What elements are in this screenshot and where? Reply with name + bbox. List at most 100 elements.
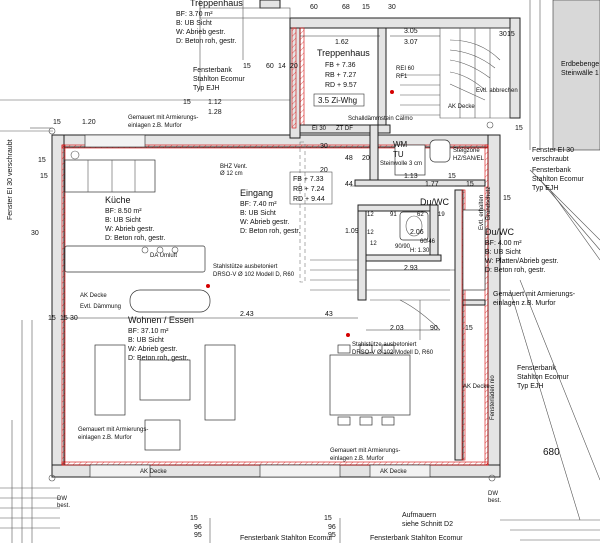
dim-15-b: 15	[507, 31, 515, 38]
dim-15-lb2: 15	[60, 315, 68, 322]
dim-95-b: 95	[328, 532, 336, 539]
fensterbank-bottom-left: Fensterbank Stahlton Ecomur	[240, 535, 333, 542]
du-b: B: UB Sicht	[485, 249, 521, 256]
fensterbank-ul-line1: Fensterbank	[193, 67, 232, 74]
treppenhaus-top-d: D: Beton roh, gestr.	[176, 38, 236, 45]
dim-95: 95	[194, 532, 202, 539]
wm-label: WM	[393, 140, 408, 149]
dim-12-b: 12	[367, 230, 374, 236]
dim-44: 44	[345, 181, 353, 188]
fensterladen-label: Fensterläden nio	[490, 375, 496, 420]
fenster-ei30-right-5: Typ EJH	[532, 185, 558, 192]
treppenhaus-rd: RD + 9.57	[325, 82, 357, 89]
dw-best-right-1: DW	[488, 491, 498, 497]
kueche-title: Küche	[105, 195, 131, 205]
eingang-bf: BF: 7.40 m²	[240, 201, 277, 208]
room-kueche: Küche BF: 8.50 m² B: UB Sicht W: Abrieb …	[105, 195, 177, 259]
bhz-vent-2: Ø 12 cm	[220, 171, 243, 177]
ak-decke-3: AK Decke	[140, 469, 167, 475]
dim-206: 2.06	[410, 229, 424, 236]
du-w: W: Platten/Abrieb gestr.	[485, 258, 558, 265]
eingang-w: W: Abrieb gestr.	[240, 219, 289, 226]
room-wohnen: Wohnen / Essen BF: 37.10 m² B: UB Sicht …	[128, 315, 194, 362]
rei60-label: REI 60	[396, 66, 415, 72]
fensterbank-upper-left: Fensterbank Stahlton Ecomur Typ EJH	[193, 67, 245, 92]
dim-96: 96	[194, 524, 202, 531]
dim-112: 1.12	[208, 99, 222, 106]
dim-293: 2.93	[404, 265, 418, 272]
dim-90: 90	[430, 325, 438, 332]
markers	[48, 90, 496, 482]
du-d: D: Beton roh, gestr.	[485, 267, 545, 274]
interior-walls	[299, 124, 486, 461]
wohnen-d: D: Beton roh, gestr.	[128, 355, 188, 362]
ztdf-label: ZT DF	[336, 126, 353, 132]
staircase-walls	[199, 0, 521, 139]
ak-decke-5: AK Decke	[463, 384, 490, 390]
apartment-label: 3.5 Zi-Whg	[318, 96, 357, 105]
treppenhaus-fb: FB + 7.36	[325, 62, 356, 69]
dim-30-lb: 30	[70, 315, 78, 322]
dim-60-left: 60	[266, 63, 274, 70]
dim-120: 1.20	[82, 119, 96, 126]
fensterbank-ul-line2: Stahlton Ecomur	[193, 76, 245, 83]
gemauert-bottom-2: einlagen z.B. Murfor	[330, 456, 384, 462]
kueche-w: W: Abrieb gestr.	[105, 226, 154, 233]
living-furniture	[94, 344, 411, 451]
dim-9090: 90/90	[395, 244, 411, 250]
steinwolle-label: Steinwolle 3 cm	[380, 161, 422, 167]
neighbor-building	[552, 0, 600, 151]
dim-243: 2.43	[240, 311, 254, 318]
fenster-ei30-right-2: verschraubt	[532, 156, 569, 163]
dim-15-y: 15	[53, 119, 61, 126]
dim-15-r: 15	[466, 181, 474, 188]
dim-15-mid: 15	[448, 173, 456, 180]
dim-307: 3.07	[404, 39, 418, 46]
dw-best-left-1: DW	[57, 496, 67, 502]
erdbeben-2: Steinwälle 1	[561, 70, 599, 77]
bathroom-fixtures	[394, 139, 486, 291]
tu-label: TU	[393, 150, 404, 159]
dim-30-top2: 30	[499, 31, 507, 38]
gemauert-right-2: einlagen z.B. Murfor	[493, 300, 556, 307]
treppenhaus-top-bf: BF: 3.70 m²	[176, 11, 213, 18]
steigzone-label-1: Steigzone	[453, 148, 480, 154]
dim-12-a: 12	[367, 212, 374, 218]
dim-15-bot: 15	[465, 325, 473, 332]
du-bf: BF: 4.00 m²	[485, 240, 522, 247]
rf1-label: RF1	[396, 74, 408, 80]
eingang-title: Eingang	[240, 188, 273, 198]
dim-h130: H: 1.30	[410, 248, 430, 254]
eingang-b: B: UB Sicht	[240, 210, 276, 217]
stahlstuetze-1b: DRSO-V Ø 102 Modell D, R60	[213, 272, 295, 278]
dim-20-l: 20	[290, 63, 298, 70]
fenster-ei30-left: Fenster EI 30 verschraubt	[7, 139, 14, 220]
dim-60-top: 60	[310, 4, 318, 11]
dim-19: 19	[438, 212, 445, 218]
evtl-abbrechen-label: Evtl. abbrechen	[476, 88, 518, 94]
stahlstuetze-1a: Stahlstütze ausbetoniert	[213, 264, 278, 270]
dw-best-left-2: best.	[57, 503, 70, 509]
eingang-fb: FB + 7.33	[293, 176, 324, 183]
outer-walls	[51, 134, 501, 478]
gemauert-top-1: Gemauert mit Armierungs-	[128, 115, 198, 121]
dim-20-side: 20	[320, 167, 328, 174]
treppenhaus-rb: RB + 7.27	[325, 72, 356, 79]
dim-14: 14	[278, 63, 286, 70]
kueche-bf: BF: 8.50 m²	[105, 208, 142, 215]
label-680: 680	[543, 447, 560, 458]
eingang-levels-box	[289, 171, 333, 205]
dw-best-right-2: best.	[488, 498, 501, 504]
dim-177: 1.77	[425, 181, 439, 188]
dimension-texts: 60 68 15 30 1.62 3.05 3.07 15 60 14 20 1…	[31, 4, 523, 539]
dim-48: 48	[345, 155, 353, 162]
aufmauern-2: siehe Schnitt D2	[402, 521, 453, 528]
dim-15-r2: 15	[515, 125, 523, 132]
dimension-lines	[30, 35, 455, 543]
wohnen-title: Wohnen / Essen	[128, 315, 194, 325]
ak-decke-2: AK Decke	[80, 293, 107, 299]
room-wc: Du/WC WM TU Steinwolle 3 cm Steigzone HZ…	[380, 140, 485, 207]
treppenhaus-top-title: Treppenhaus	[190, 0, 243, 8]
stahlstuetze-2a: Stahlstütze ausbetoniert	[352, 342, 417, 348]
